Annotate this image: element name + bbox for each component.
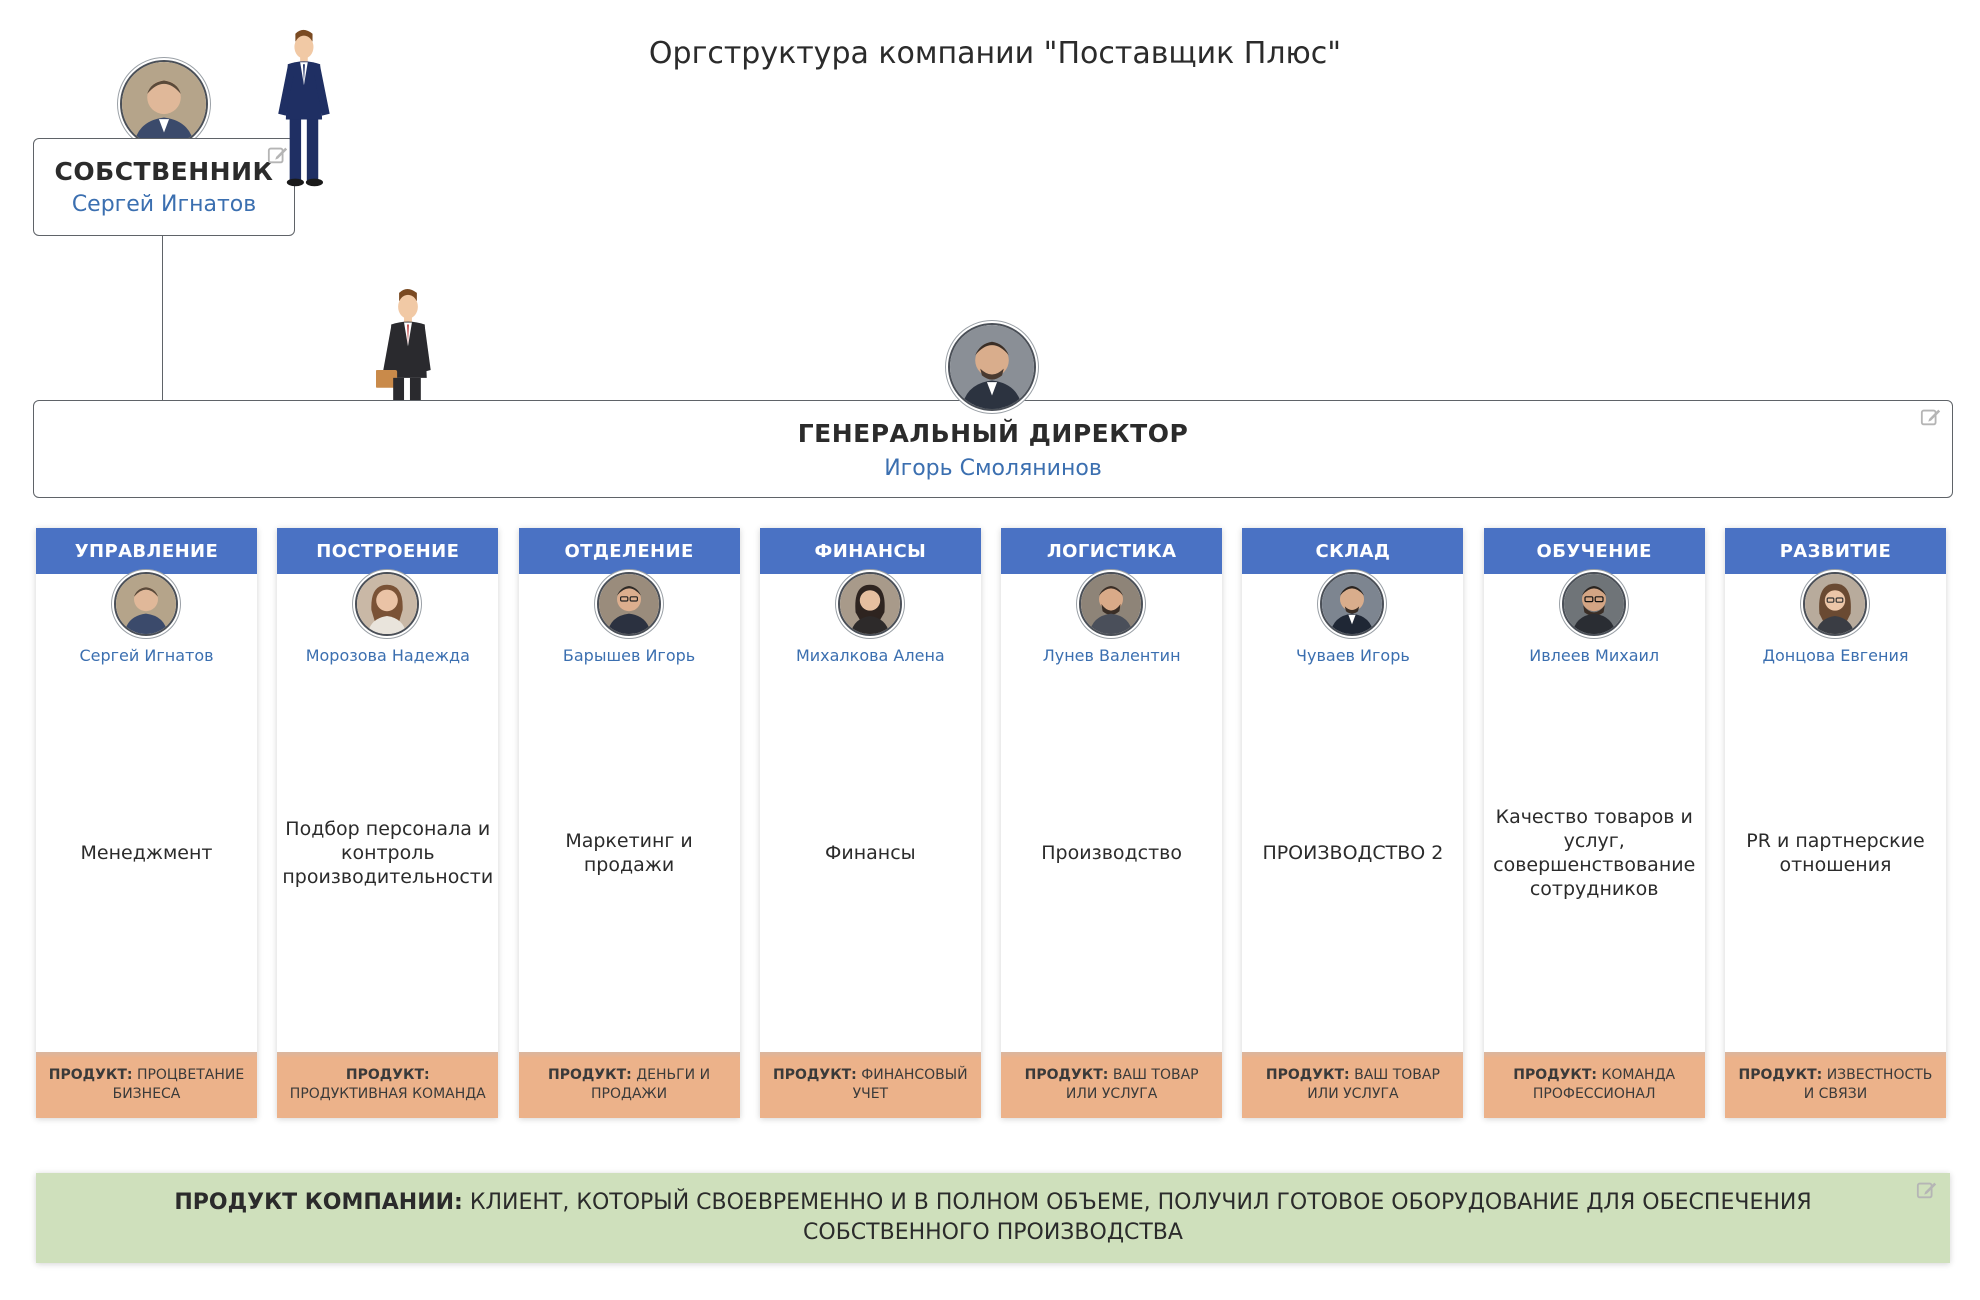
director-name[interactable]: Игорь Смолянинов (884, 456, 1102, 481)
department-card[interactable]: СКЛАД Чуваев Игорь ПРОИЗВОДСТВО 2 ПРОДУК… (1242, 528, 1464, 1118)
owner-node[interactable]: СОБСТВЕННИК Сергей Игнатов (33, 138, 295, 236)
edit-icon[interactable] (1920, 406, 1942, 428)
product-value: ВАШ ТОВАР ИЛИ УСЛУГА (1065, 1067, 1199, 1102)
department-head-avatar (355, 572, 420, 636)
department-head-avatar (596, 572, 661, 636)
product-label: ПРОДУКТ: (1024, 1067, 1109, 1083)
department-product: ПРОДУКТ: ПРОДУКТИВНАЯ КОМАНДА (277, 1052, 499, 1118)
department-head-name[interactable]: Лунев Валентин (1042, 646, 1181, 665)
owner-role: СОБСТВЕННИК (54, 157, 274, 186)
product-label: ПРОДУКТ: (345, 1067, 430, 1083)
department-function: PR и партнерские отношения (1746, 830, 1925, 876)
product-value: ДЕНЬГИ И ПРОДАЖИ (591, 1067, 711, 1102)
director-role: ГЕНЕРАЛЬНЫЙ ДИРЕКТОР (797, 419, 1189, 448)
department-head-avatar (1561, 572, 1626, 636)
department-card[interactable]: ОТДЕЛЕНИЕ Барышев Игорь Маркетинг и прод… (518, 528, 740, 1118)
department-function: Подбор персонала и контроль производител… (282, 818, 494, 888)
owner-avatar (120, 60, 208, 148)
department-product: ПРОДУКТ: ВАШ ТОВАР ИЛИ УСЛУГА (1001, 1052, 1223, 1118)
director-node[interactable]: ГЕНЕРАЛЬНЫЙ ДИРЕКТОР Игорь Смолянинов (33, 400, 1953, 498)
product-label: ПРОДУКТ: (773, 1067, 857, 1083)
edit-icon[interactable] (1916, 1179, 1938, 1201)
department-card[interactable]: ПОСТРОЕНИЕ Морозова Надежда Подбор персо… (277, 528, 499, 1118)
department-head-name[interactable]: Михалкова Алена (795, 646, 945, 665)
department-card[interactable]: УПРАВЛЕНИЕ Сергей Игнатов Менеджмент ПРО… (36, 528, 257, 1118)
department-function: Менеджмент (80, 842, 213, 864)
department-name: ПОСТРОЕНИЕ (277, 528, 499, 574)
product-label: ПРОДУКТ: (1738, 1067, 1823, 1083)
department-function: Производство (1041, 842, 1182, 864)
department-product: ПРОДУКТ: ДЕНЬГИ И ПРОДАЖИ (518, 1052, 740, 1118)
department-name: ФИНАНСЫ (759, 528, 981, 574)
product-value: ВАШ ТОВАР ИЛИ УСЛУГА (1307, 1067, 1440, 1102)
owner-name[interactable]: Сергей Игнатов (71, 192, 257, 217)
product-label: ПРОДУКТ: (1513, 1067, 1597, 1083)
department-function: Финансы (825, 842, 916, 864)
department-name: РАЗВИТИЕ (1724, 528, 1946, 574)
product-label: ПРОДУКТ: (1265, 1067, 1350, 1083)
department-name: УПРАВЛЕНИЕ (36, 528, 257, 574)
product-value: ПРОЦВЕТАНИЕ БИЗНЕСА (112, 1067, 245, 1102)
department-function: ПРОИЗВОДСТВО 2 (1262, 842, 1444, 864)
department-head-name[interactable]: Донцова Евгения (1762, 646, 1909, 665)
department-head-name[interactable]: Барышев Игорь (562, 646, 696, 665)
department-head-name[interactable]: Сергей Игнатов (79, 646, 214, 665)
owner-director-connector (162, 236, 163, 402)
department-product: ПРОДУКТ: ВАШ ТОВАР ИЛИ УСЛУГА (1242, 1052, 1464, 1118)
department-name: СКЛАД (1242, 528, 1464, 574)
department-head-avatar (837, 572, 902, 636)
company-product-text: КЛИЕНТ, КОТОРЫЙ СВОЕВРЕМЕННО И В ПОЛНОМ … (469, 1190, 1812, 1245)
product-label: ПРОДУКТ: (48, 1067, 133, 1083)
department-head-name[interactable]: Чуваев Игорь (1296, 646, 1410, 665)
department-head-name[interactable]: Морозова Надежда (305, 646, 470, 665)
department-function: Маркетинг и продажи (565, 830, 693, 876)
page-title: Оргструктура компании "Поставщик Плюс" (648, 36, 1342, 71)
department-function: Качество товаров и услуг, совершенствова… (1493, 806, 1696, 900)
department-head-avatar (114, 572, 178, 636)
product-label: ПРОДУКТ: (548, 1067, 632, 1083)
department-card[interactable]: ФИНАНСЫ Михалкова Алена Финансы ПРОДУКТ:… (759, 528, 981, 1118)
department-head-avatar (1320, 572, 1385, 636)
department-product: ПРОДУКТ: КОМАНДА ПРОФЕССИОНАЛ (1483, 1052, 1705, 1118)
company-product-label: ПРОДУКТ КОМПАНИИ: (174, 1190, 463, 1215)
businessman-figure (278, 29, 330, 187)
department-card[interactable]: РАЗВИТИЕ Донцова Евгения PR и партнерски… (1724, 528, 1946, 1118)
product-value: ФИНАНСОВЫЙ УЧЕТ (852, 1067, 968, 1102)
department-name: ОБУЧЕНИЕ (1483, 528, 1705, 574)
department-product: ПРОДУКТ: ФИНАНСОВЫЙ УЧЕТ (759, 1052, 981, 1118)
product-value: КОМАНДА ПРОФЕССИОНАЛ (1532, 1067, 1676, 1102)
product-value: ПРОДУКТИВНАЯ КОМАНДА (289, 1086, 486, 1102)
department-product: ПРОДУКТ: ИЗВЕСТНОСТЬ И СВЯЗИ (1724, 1052, 1946, 1118)
edit-icon[interactable] (267, 144, 289, 166)
department-head-avatar (1079, 572, 1144, 636)
department-product: ПРОДУКТ: ПРОЦВЕТАНИЕ БИЗНЕСА (36, 1052, 257, 1118)
department-name: ЛОГИСТИКА (1001, 528, 1223, 574)
director-avatar (948, 323, 1036, 411)
department-card[interactable]: ЛОГИСТИКА Лунев Валентин Производство ПР… (1001, 528, 1223, 1118)
department-head-avatar (1802, 572, 1867, 636)
department-name: ОТДЕЛЕНИЕ (518, 528, 740, 574)
department-card[interactable]: ОБУЧЕНИЕ Ивлеев Михаил Качество товаров … (1483, 528, 1705, 1118)
department-head-name[interactable]: Ивлеев Михаил (1529, 646, 1660, 665)
product-value: ИЗВЕСТНОСТЬ И СВЯЗИ (1803, 1067, 1933, 1102)
departments-row: УПРАВЛЕНИЕ Сергей Игнатов Менеджмент ПРО… (36, 528, 1946, 1118)
company-product[interactable]: ПРОДУКТ КОМПАНИИ: КЛИЕНТ, КОТОРЫЙ СВОЕВР… (36, 1173, 1950, 1263)
